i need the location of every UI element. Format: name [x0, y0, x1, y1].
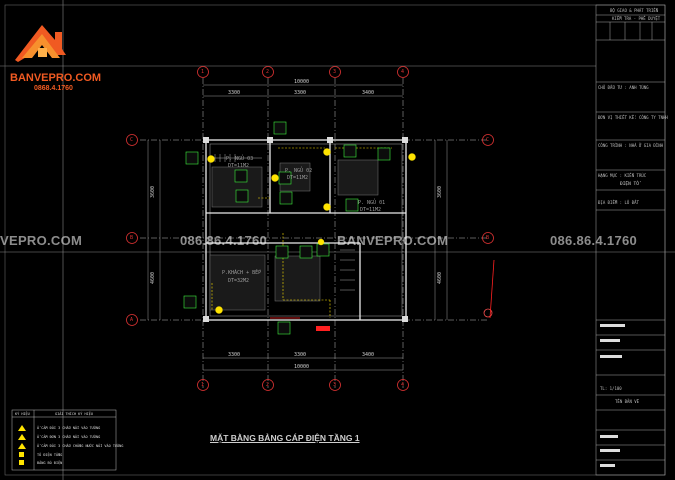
dim-bottom-total: 10000	[294, 364, 310, 370]
room-area-bedroom-2: DT=11M2	[287, 175, 309, 181]
dim-right-2: 4600	[437, 272, 443, 285]
titleblock-sheet-title: TÊN BẢN VẼ	[615, 399, 640, 404]
titleblock-designer: ĐƠN VỊ THIẾT KẾ: CÔNG TY TNHH	[598, 115, 668, 120]
room-area-bedroom-3: DT=11M2	[228, 163, 250, 169]
room-label-bedroom-1: P. NGỦ 01	[358, 200, 386, 206]
titleblock-category: HẠNG MỤC : KIẾN TRÚC	[598, 173, 647, 178]
logo-house-icon	[15, 25, 66, 62]
titleblock-top-2: KIỂM TRA - PHÊ DUYỆT	[612, 16, 661, 21]
dim-top-total: 10000	[294, 79, 310, 85]
dim-top-1: 3300	[228, 90, 241, 96]
dim-right-1: 3600	[437, 186, 443, 199]
brand-name: BANVEPRO.COM	[10, 72, 102, 84]
drawing-title: MẶT BẰNG BẢNG CÁP ĐIỆN TẦNG 1	[210, 433, 360, 443]
watermark-phone-right: 086.86.4.1760	[550, 233, 638, 248]
titleblock-top-1: BỘ GIAO & PHÁT TRIỂN	[610, 8, 659, 13]
panel-marker	[316, 326, 330, 331]
row-label-b-left: B	[130, 235, 134, 241]
brand-phone: 0868.4.1760	[34, 85, 73, 92]
legend-item-3: Ổ CẮM ĐÔI 3 CHẤU CHỐNG NƯỚC NỐI VÀO TƯỜN…	[37, 444, 124, 448]
titleblock-scale: TL: 1/100	[600, 386, 622, 391]
row-label-b-right: B	[486, 235, 490, 241]
row-label-c-right: C	[486, 137, 490, 143]
titleblock-project: CÔNG TRÌNH : NHÀ Ở GIA ĐÌNH	[598, 143, 664, 148]
titleblock-sub: ĐIỆN TỔ	[620, 182, 639, 187]
row-label-c-left: C	[130, 137, 134, 143]
watermark-center: BANVEPRO.COM	[337, 233, 449, 248]
room-label-bedroom-3: P. NGỦ 03	[226, 156, 254, 162]
axis-label-3-top: 3	[333, 69, 337, 75]
legend-item-2: Ổ CẮM ĐƠN 3 CHẤU NỐI VÀO TƯỜNG	[37, 435, 101, 439]
row-label-a-left: A	[130, 317, 134, 323]
axis-label-3-bottom: 3	[333, 382, 337, 388]
dim-left-1: 3600	[150, 186, 156, 199]
dim-left-2: 4600	[150, 272, 156, 285]
axis-label-1-top: 1	[201, 69, 205, 75]
axis-label-4-bottom: 4	[401, 382, 405, 388]
legend-item-1: Ổ CẮM ĐÔI 3 CHẤU NỐI VÀO TƯỜNG	[37, 426, 101, 430]
dim-bottom-3: 3400	[362, 352, 375, 358]
legend-item-4: TỦ ĐIỆN TỔNG	[37, 453, 63, 457]
titleblock-location: ĐỊA ĐIỂM : LÔ ĐẤT	[598, 200, 639, 205]
axis-label-1-bottom: 1	[201, 382, 205, 388]
axis-label-2-bottom: 2	[266, 382, 270, 388]
watermark-left: VEPRO.COM	[0, 233, 83, 248]
dim-top-2: 3300	[294, 90, 307, 96]
watermark-phone-left: 086.86.4.1760	[180, 233, 268, 248]
room-area-living: DT=32M2	[228, 278, 250, 284]
axis-label-2-top: 2	[266, 69, 270, 75]
titleblock-owner: CHỦ ĐẦU TƯ : ANH TÙNG	[598, 85, 649, 90]
legend-header-symbol: KÝ HIỆU	[15, 412, 30, 416]
room-label-living: P.KHÁCH + BẾP	[222, 270, 262, 276]
legend-header-desc: GIẢI THÍCH KÝ HIỆU	[55, 412, 93, 416]
dim-top-3: 3400	[362, 90, 375, 96]
dim-bottom-1: 3300	[228, 352, 241, 358]
room-label-bedroom-2: P. NGỦ 02	[285, 168, 313, 174]
room-area-bedroom-1: DT=11M2	[360, 207, 382, 213]
axis-label-4-top: 4	[401, 69, 405, 75]
legend-item-5: BẢNG BÓ ĐIỆN	[37, 461, 63, 465]
dim-bottom-2: 3300	[294, 352, 307, 358]
